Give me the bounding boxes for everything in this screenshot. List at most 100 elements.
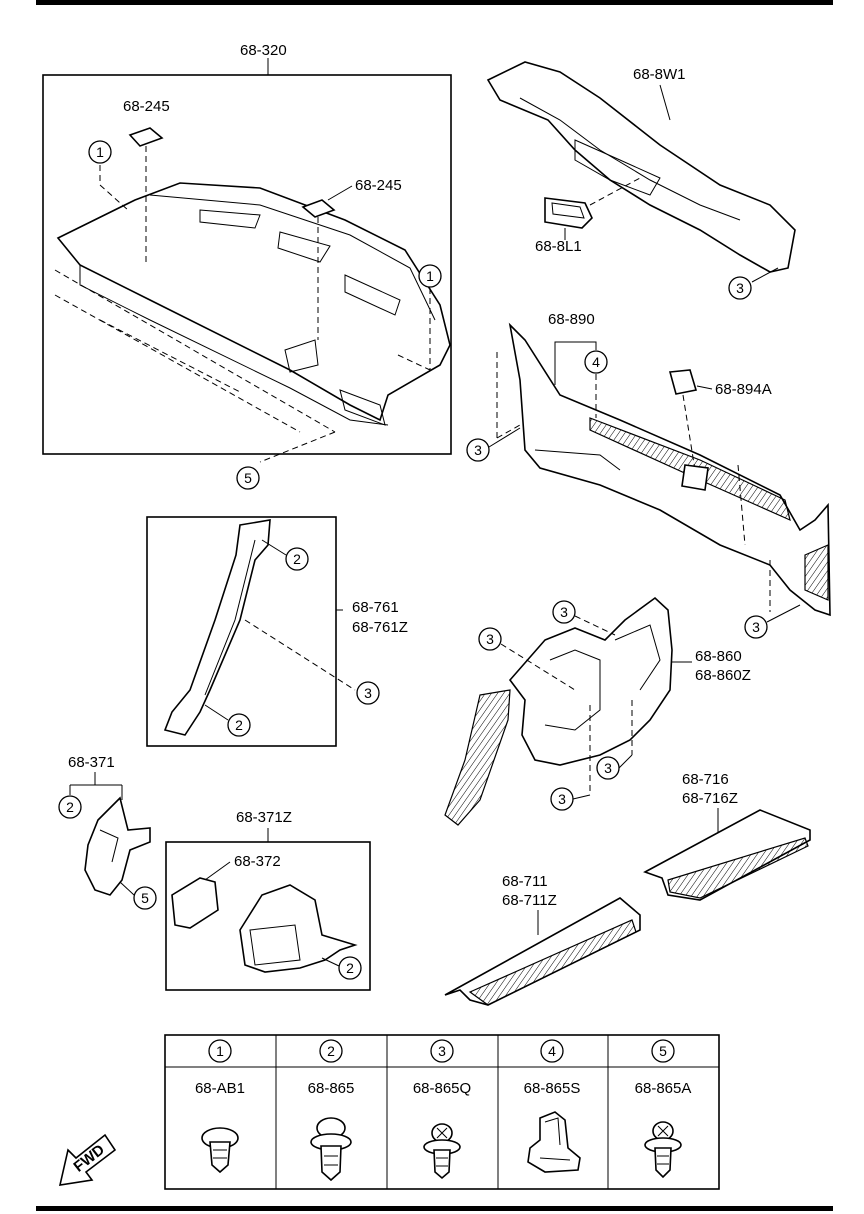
tray-clip-a[interactable]	[128, 127, 164, 147]
callout-2-pillar-bottom	[227, 713, 251, 737]
trunk-trim[interactable]	[508, 322, 831, 617]
callout-2-pillar-top	[285, 547, 309, 571]
callout-4	[584, 350, 608, 374]
tray-clip-b[interactable]	[301, 199, 336, 218]
scuff-rear-label: 68-716	[682, 771, 729, 788]
callout-2-rear-z-num: 2	[346, 960, 354, 976]
callout-3-pillar-num: 3	[364, 685, 372, 701]
rear-trim[interactable]	[84, 796, 151, 896]
package-tray-label: 68-320	[240, 42, 287, 59]
trim-cover-label: 68-8L1	[535, 238, 582, 255]
legend-callout-5	[651, 1039, 675, 1063]
legend-callout-1-num: 1	[216, 1043, 224, 1059]
callout-3-trunk-left	[466, 438, 490, 462]
callout-3-trunk-right-num: 3	[752, 619, 760, 635]
trunk-trim-group: 68-890 4 68-894A 3 3	[466, 311, 831, 639]
legend-callout-5-num: 5	[659, 1043, 667, 1059]
callout-5-tray	[236, 466, 260, 490]
scuff-plate-rear-hatch	[667, 837, 809, 899]
scuff-rear-z-label: 68-716Z	[682, 790, 738, 807]
callout-3-side-bottom-num: 3	[558, 791, 566, 807]
upper-trim-group: 68-8W1 68-8L1 3	[486, 61, 796, 300]
callout-3-upper	[728, 276, 752, 300]
pillar-trim-label: 68-761	[352, 599, 399, 616]
side-trim-label: 68-860	[695, 648, 742, 665]
legend-table	[164, 1034, 720, 1190]
legend-callout-3-num: 3	[438, 1043, 446, 1059]
scuff-plate-front-hatch	[468, 919, 637, 1006]
callout-2-pillar-bottom-num: 2	[235, 717, 243, 733]
legend-callout-4	[540, 1039, 564, 1063]
callout-3-trunk-right	[744, 615, 768, 639]
rear-trim-z-group: 68-371Z 68-372 2	[165, 809, 371, 991]
side-trim-z-label: 68-860Z	[695, 667, 751, 684]
legend-callout-4-num: 4	[548, 1043, 556, 1059]
trunk-trim-label: 68-890	[548, 311, 595, 328]
trunk-clip[interactable]	[668, 369, 698, 395]
push-clip-icon	[201, 1127, 239, 1174]
rivet-clip-icon	[310, 1117, 352, 1182]
legend-part-5: 68-865A	[635, 1080, 692, 1097]
screw-grommet-icon	[644, 1121, 682, 1179]
fastener-legend: 1 68-AB1 2 68-865 3 68-865Q 4	[164, 1034, 720, 1190]
callout-3-side-top	[552, 600, 576, 624]
tray-clip-b-label: 68-245	[355, 177, 402, 194]
callout-1-right	[418, 264, 442, 288]
top-rule	[36, 0, 833, 5]
rear-trim-z[interactable]	[239, 884, 358, 973]
callout-1-right-num: 1	[426, 268, 434, 284]
scuff-plates-group: 68-716 68-716Z 68-711 68-711Z	[444, 771, 811, 1006]
legend-callout-1	[208, 1039, 232, 1063]
scuff-front-label: 68-711	[502, 873, 548, 890]
upper-trim-label: 68-8W1	[633, 66, 686, 83]
package-tray-box	[42, 74, 452, 455]
callout-3-upper-num: 3	[736, 280, 744, 296]
pillar-trim-z-label: 68-761Z	[352, 619, 408, 636]
legend-part-2: 68-865	[308, 1080, 355, 1097]
trunk-trim-latch	[681, 464, 709, 491]
callout-5-rear	[133, 886, 157, 910]
rear-trim-group: 68-371 2 5	[58, 754, 157, 910]
callout-4-num: 4	[592, 354, 600, 370]
callout-5-rear-num: 5	[141, 890, 149, 906]
callout-3-side-left	[478, 627, 502, 651]
callout-2-rear-z	[338, 956, 362, 980]
legend-callout-3	[430, 1039, 454, 1063]
callout-3-pillar	[356, 681, 380, 705]
callout-2-rear-num: 2	[66, 799, 74, 815]
screw-clip-icon	[423, 1123, 461, 1180]
callout-3-side-left-num: 3	[486, 631, 494, 647]
pillar-trim-box	[146, 516, 337, 747]
upper-trim[interactable]	[486, 61, 796, 273]
legend-callout-2	[319, 1039, 343, 1063]
callout-3-side-top-num: 3	[560, 604, 568, 620]
trunk-clip-label: 68-894A	[715, 381, 772, 398]
callout-2-pillar-top-num: 2	[293, 551, 301, 567]
rear-trim-label: 68-371	[68, 754, 115, 771]
trim-cover[interactable]	[544, 197, 593, 229]
bottom-rule	[36, 1206, 833, 1211]
retainer-clip-icon	[527, 1111, 581, 1173]
callout-3-trunk-left-num: 3	[474, 442, 482, 458]
scuff-front-z-label: 68-711Z	[502, 892, 557, 909]
rear-trim-part[interactable]	[171, 877, 219, 929]
rear-trim-part-label: 68-372	[234, 853, 281, 870]
legend-part-4: 68-865S	[524, 1080, 581, 1097]
callout-1-left	[88, 140, 112, 164]
callout-5-tray-num: 5	[244, 470, 252, 486]
side-trim-panel	[444, 689, 511, 826]
legend-part-1: 68-AB1	[195, 1080, 245, 1097]
scuff-plate-front[interactable]	[444, 897, 641, 1006]
pillar-trim[interactable]	[163, 519, 271, 736]
callout-1-left-num: 1	[96, 144, 104, 160]
tray-clip-a-label: 68-245	[123, 98, 170, 115]
legend-callout-2-num: 2	[327, 1043, 335, 1059]
side-trim-group: 68-860 68-860Z 3 3 3 3	[444, 596, 751, 826]
trunk-trim-grille	[804, 544, 829, 601]
pillar-trim-group: 68-761 68-761Z 2 2 3	[146, 516, 408, 747]
side-trim[interactable]	[508, 596, 673, 766]
callout-2-rear	[58, 795, 82, 819]
package-tray[interactable]	[56, 182, 451, 422]
rear-trim-z-label: 68-371Z	[236, 809, 292, 826]
